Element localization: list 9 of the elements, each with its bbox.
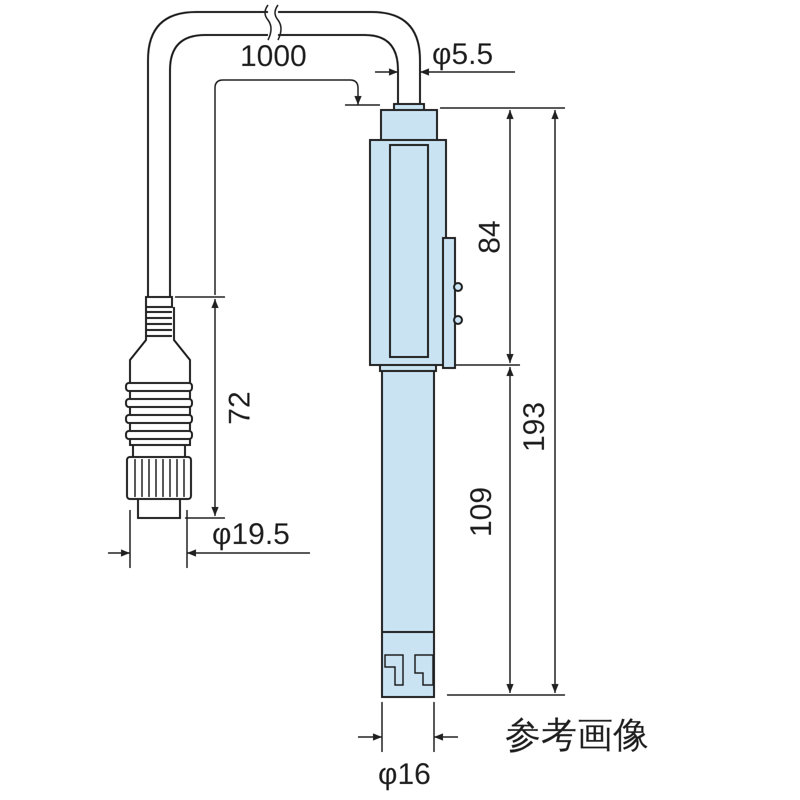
dimension-value: 193 — [520, 402, 550, 452]
diameter-value: φ19.5 — [212, 520, 290, 550]
dimension-value: 109 — [467, 486, 498, 538]
dimension-value: 72 — [225, 391, 256, 425]
dimension-value: 1000 — [240, 42, 307, 72]
note-text: 参考画像 — [505, 717, 649, 753]
diameter-value: φ5.5 — [432, 40, 494, 70]
dimension-value: 84 — [475, 220, 506, 254]
diameter-value: φ16 — [378, 760, 431, 790]
